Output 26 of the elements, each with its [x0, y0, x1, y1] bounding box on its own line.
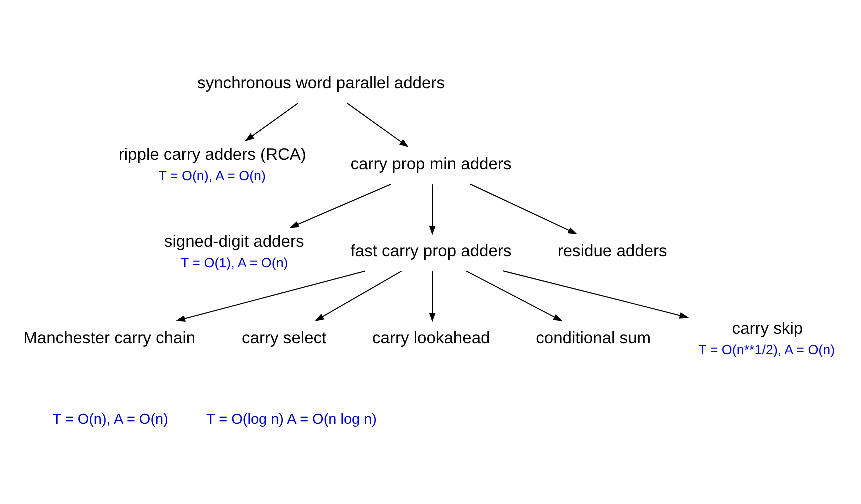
- label: T = O(log n) A = O(n log n): [206, 412, 377, 428]
- arrow: [245, 102, 298, 142]
- arrow: [429, 184, 436, 235]
- arrow: [466, 270, 563, 322]
- arrow: [503, 270, 690, 318]
- node-text: residue adders: [558, 240, 668, 260]
- node-text: carry select: [242, 328, 327, 347]
- node-text: carry prop min adders: [350, 154, 512, 173]
- node-text: conditional sum: [536, 328, 652, 347]
- node-text: signed-digit adders: [164, 232, 304, 251]
- node-text: Manchester carry chain: [24, 328, 196, 347]
- node-label: T = O(1), A = O(n): [180, 254, 288, 270]
- arrow: [314, 270, 402, 321]
- node-label: T = O(n**1/2), A = O(n): [698, 342, 836, 357]
- arrow: [470, 183, 578, 234]
- node-text: carry lookahead: [372, 328, 490, 347]
- arrow: [176, 270, 366, 322]
- arrow: [429, 271, 436, 322]
- node-text: ripple carry adders (RCA): [118, 144, 306, 164]
- arrow: [347, 102, 409, 148]
- node-text: fast carry prop adders: [350, 240, 512, 260]
- node-label: T = O(n), A = O(n): [158, 168, 266, 183]
- node-text: carry skip: [732, 318, 804, 338]
- label: T = O(n), A = O(n): [52, 412, 168, 428]
- node-text: synchronous word parallel adders: [198, 73, 445, 92]
- arrow: [290, 183, 392, 228]
